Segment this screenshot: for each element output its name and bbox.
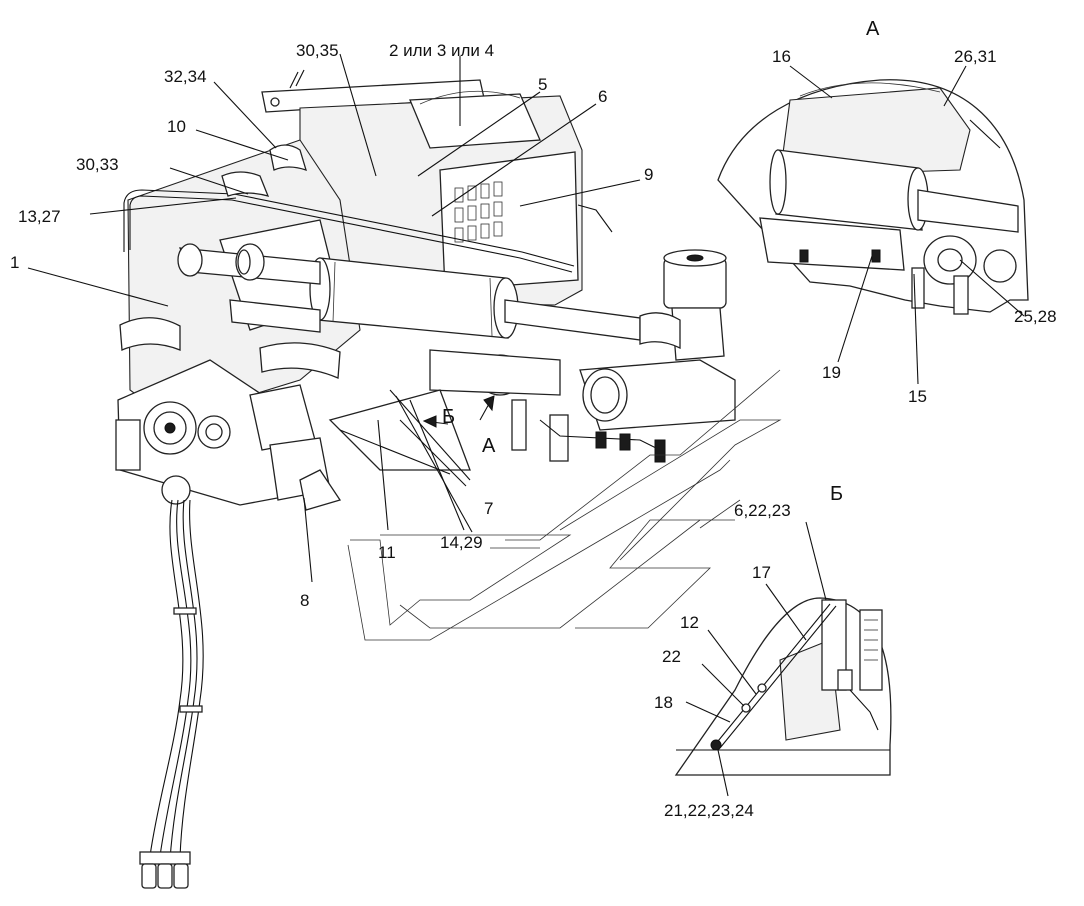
callout-7: 7 (484, 499, 493, 518)
callout-9: 9 (644, 165, 653, 184)
callout-16: 16 (772, 47, 791, 66)
exhaust-section (429, 349, 736, 463)
detail-view-a: А 16 26,31 25,28 19 15 (717, 18, 1057, 406)
callout-8: 8 (300, 591, 309, 610)
floor-outline (347, 369, 782, 641)
callout-30-33: 30,33 (76, 155, 119, 174)
callout-26-31: 26,31 (954, 47, 997, 66)
callout-6-22-23: 6,22,23 (734, 501, 791, 520)
callout-22: 22 (662, 647, 681, 666)
view-arrow-b-label: Б (442, 406, 455, 428)
callout-6: 6 (598, 87, 607, 106)
support-brackets (299, 389, 471, 511)
view-a-title: А (866, 18, 880, 40)
callout-19: 19 (822, 363, 841, 382)
callout-15: 15 (908, 387, 927, 406)
callout-5: 5 (538, 75, 547, 94)
callout-30-35: 30,35 (296, 41, 339, 60)
intake-pipes (177, 243, 641, 341)
callout-12: 12 (680, 613, 699, 632)
callout-18: 18 (654, 693, 673, 712)
callout-10: 10 (167, 117, 186, 136)
view-arrow-a-label: А (482, 435, 496, 457)
leader-lines (27, 53, 641, 583)
pre-cleaner (639, 249, 727, 361)
hose-fittings (119, 144, 341, 379)
callout-13-27: 13,27 (18, 207, 61, 226)
main-assembly-view: 32,34 30,35 2 или 3 или 4 5 6 10 30,33 1… (10, 41, 782, 889)
callout-2-or-3-or-4: 2 или 3 или 4 (389, 41, 494, 60)
view-b-title: Б (830, 483, 843, 505)
wiring-harness (139, 499, 204, 889)
view-arrows (422, 395, 495, 428)
callout-21-22-23-24: 21,22,23,24 (664, 801, 754, 820)
callout-25-28: 25,28 (1014, 307, 1057, 326)
callout-17: 17 (752, 563, 771, 582)
callout-1: 1 (10, 253, 19, 272)
callout-14-29: 14,29 (440, 533, 483, 552)
detail-view-b: Б 6,22,23 17 12 22 18 21,22,23,24 (654, 483, 892, 820)
callout-32-34: 32,34 (164, 67, 207, 86)
callout-11: 11 (378, 543, 396, 562)
